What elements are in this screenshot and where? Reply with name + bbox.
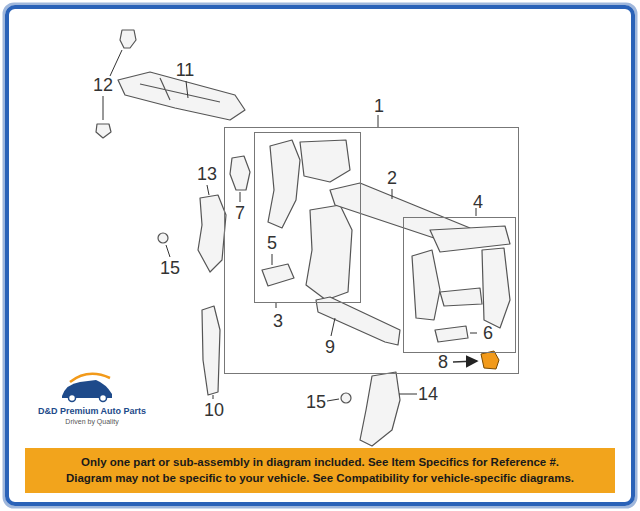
panel-part	[440, 288, 482, 306]
callout-number: 11	[176, 61, 195, 79]
clip-part	[96, 124, 111, 138]
brand-name: D&D Premium Auto Parts	[38, 407, 146, 416]
leader-line	[240, 192, 241, 202]
frame-border	[7, 7, 633, 504]
pillar-part	[300, 140, 350, 182]
panel-part	[482, 248, 510, 328]
leader-line	[399, 394, 417, 395]
leader-line	[331, 318, 335, 336]
callout-number: 9	[325, 338, 335, 356]
pillar-part	[268, 140, 300, 228]
support-part	[118, 72, 245, 120]
notice-text: Only one part or sub-assembly in diagram…	[33, 455, 607, 471]
clip-part	[120, 30, 136, 48]
leader-line	[378, 115, 379, 127]
leader-line	[470, 333, 477, 334]
duct-part	[360, 372, 400, 446]
bracket-part	[198, 195, 226, 272]
callout-number: 5	[267, 234, 277, 252]
leader-arrow	[453, 361, 477, 362]
leader-line	[103, 96, 104, 120]
callout-number: 14	[418, 385, 438, 403]
callout-number: 13	[197, 165, 217, 183]
rail-part	[202, 306, 220, 395]
bracket-part	[435, 326, 468, 342]
callout-number: 3	[273, 312, 283, 330]
leader-line	[392, 189, 393, 199]
callout-number: 2	[387, 169, 397, 187]
leader-line	[327, 399, 339, 401]
leader-line	[186, 81, 188, 98]
leader-line	[213, 395, 214, 399]
bolt-part	[341, 393, 351, 403]
assembly-box: 3	[254, 132, 361, 303]
callout-number: 6	[483, 324, 493, 342]
callout-number: 15	[160, 259, 180, 277]
part-detail	[140, 78, 220, 102]
leader-line	[207, 185, 209, 195]
pillar-part	[306, 205, 352, 300]
callout-number: 1	[374, 97, 384, 115]
callout-number: 10	[204, 401, 224, 419]
brand-tagline: Driven by Quality	[65, 418, 118, 425]
assembly-box: 4	[403, 217, 516, 353]
callout-number: 4	[473, 193, 483, 211]
callout-number: 15	[306, 393, 326, 411]
block-part	[262, 264, 294, 286]
bracket-part	[230, 156, 250, 190]
notice-band: Only one part or sub-assembly in diagram…	[25, 448, 615, 493]
leader-line	[110, 50, 122, 76]
highlighted-part	[481, 351, 499, 369]
notice-text: Diagram may not be specific to your vehi…	[33, 471, 607, 487]
bolt-part	[158, 233, 168, 243]
logo-icon	[62, 374, 112, 402]
leader-line	[272, 254, 273, 265]
frame-shadow	[4, 4, 636, 507]
leader-line	[166, 245, 170, 257]
callout-number: 8	[438, 353, 448, 371]
callout-number: 12	[93, 76, 113, 94]
callout-number: 7	[235, 204, 245, 222]
panel-part	[412, 250, 440, 320]
